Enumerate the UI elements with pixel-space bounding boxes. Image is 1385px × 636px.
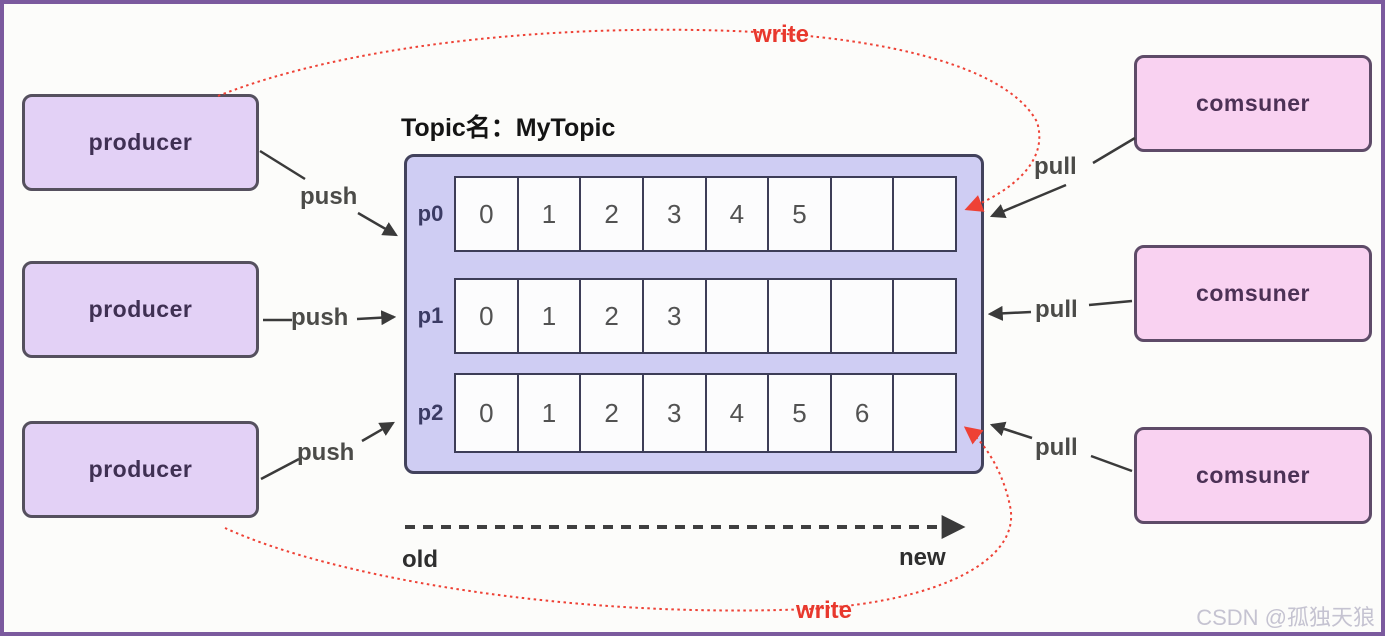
partition-cell: 2 [581, 280, 644, 352]
producer-label: producer [88, 129, 193, 155]
partition-cell: 4 [707, 375, 770, 451]
consumer-box-1: comsuner [1134, 55, 1372, 152]
push-label-3: push [297, 439, 355, 466]
partition-row-p1: p1 0 1 2 3 [407, 278, 981, 354]
pull-label-2: pull [1035, 296, 1078, 323]
write-label-bottom: write [796, 597, 853, 624]
partition-cell [769, 280, 832, 352]
partition-cell [832, 280, 895, 352]
partition-cell [707, 280, 770, 352]
partition-cell [894, 178, 955, 250]
watermark: CSDN @孤独天狼 [1196, 605, 1375, 630]
partition-cell: 3 [644, 375, 707, 451]
topic-container: p0 0 1 2 3 4 5 p1 0 1 2 3 [404, 154, 984, 474]
push-label-2: push [291, 304, 349, 331]
partition-cell: 6 [832, 375, 895, 451]
partition-cells: 0 1 2 3 [454, 278, 957, 354]
partition-cell: 4 [707, 178, 770, 250]
partition-cell: 3 [644, 178, 707, 250]
producer-label: producer [88, 296, 193, 322]
producer-box-2: producer [22, 261, 259, 358]
partition-name: p0 [417, 201, 444, 226]
partition-cell: 0 [456, 178, 519, 250]
partition-cell: 2 [581, 178, 644, 250]
push-label-1: push [300, 183, 358, 210]
consumer-label: comsuner [1196, 280, 1310, 306]
consumer-box-2: comsuner [1134, 245, 1372, 342]
partition-cell: 1 [519, 178, 582, 250]
pull-label-3: pull [1035, 434, 1078, 461]
partition-cell: 5 [769, 375, 832, 451]
partition-cell: 0 [456, 375, 519, 451]
partition-cell: 2 [581, 375, 644, 451]
producer-label: producer [88, 456, 193, 482]
partition-cell [832, 178, 895, 250]
partition-cells: 0 1 2 3 4 5 [454, 176, 957, 252]
partition-name: p2 [417, 400, 444, 425]
partition-cell: 3 [644, 280, 707, 352]
partition-cells: 0 1 2 3 4 5 6 [454, 373, 957, 453]
partition-cell: 0 [456, 280, 519, 352]
consumer-label: comsuner [1196, 462, 1310, 488]
consumer-label: comsuner [1196, 90, 1310, 116]
partition-row-p0: p0 0 1 2 3 4 5 [407, 176, 981, 252]
partition-cell: 5 [769, 178, 832, 250]
partition-name: p1 [417, 303, 444, 328]
topic-title: Topic名：MyTopic [401, 114, 616, 142]
pull-label-1: pull [1034, 153, 1077, 180]
producer-box-3: producer [22, 421, 259, 518]
new-label: new [899, 544, 946, 571]
partition-row-p2: p2 0 1 2 3 4 5 6 [407, 373, 981, 453]
write-label-top: write [753, 21, 810, 48]
partition-cell: 1 [519, 375, 582, 451]
consumer-box-3: comsuner [1134, 427, 1372, 524]
partition-cell [894, 280, 955, 352]
partition-cell [894, 375, 955, 451]
producer-box-1: producer [22, 94, 259, 191]
partition-cell: 1 [519, 280, 582, 352]
old-label: old [402, 546, 438, 573]
